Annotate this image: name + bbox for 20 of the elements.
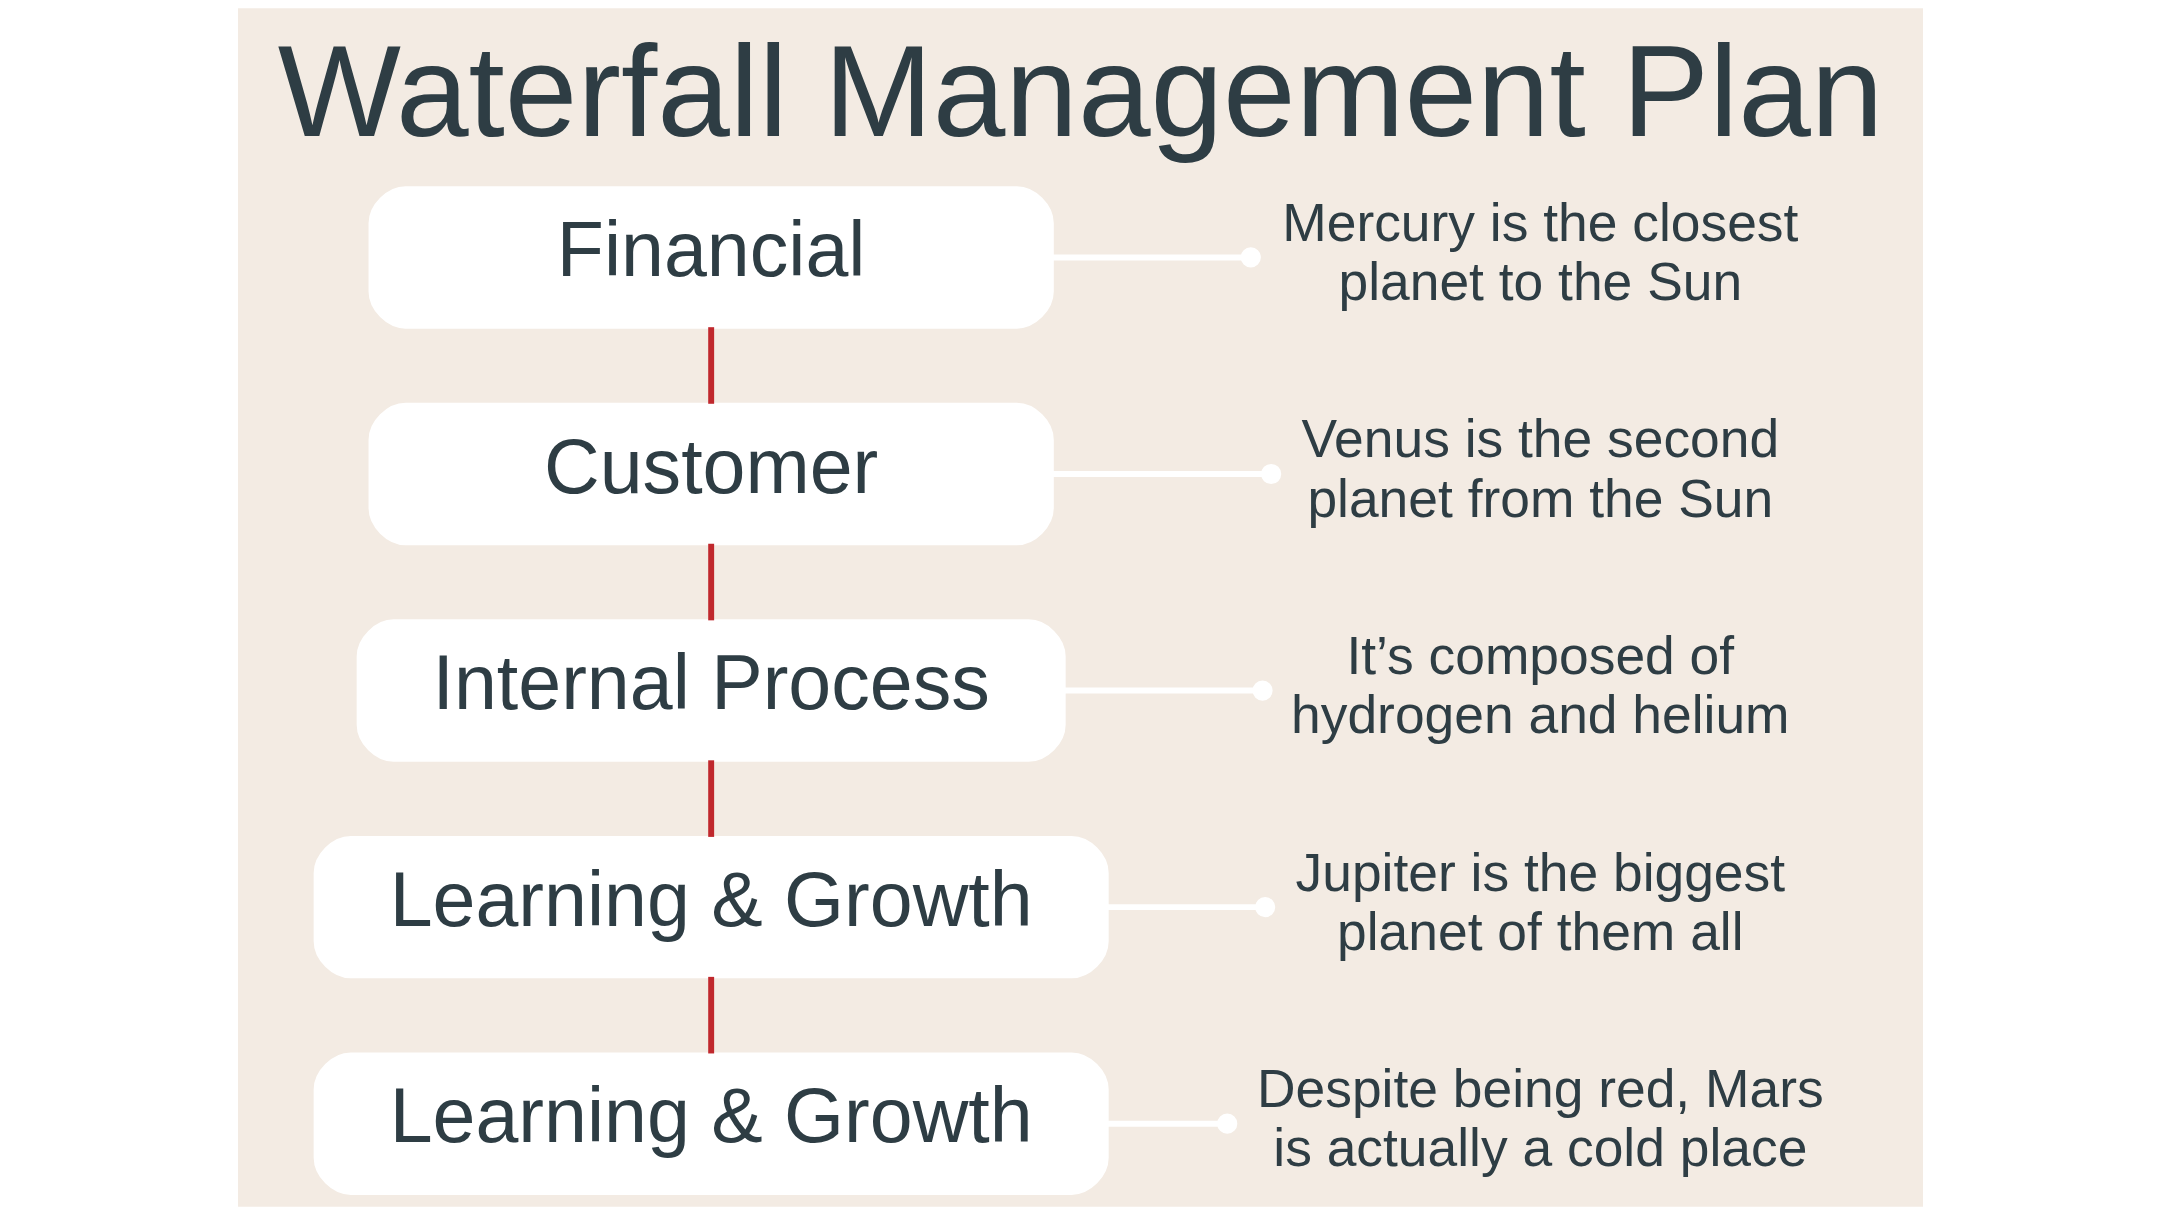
node-box: Customer — [368, 402, 1054, 546]
node-text: It’s composed of hydrogen and helium — [1290, 625, 1790, 745]
connector — [1107, 897, 1275, 918]
node-box: Financial — [368, 186, 1054, 329]
node-box: Internal Process — [356, 619, 1066, 762]
node-text: Despite being red, Mars is actually a cold place — [1256, 1059, 1824, 1178]
connector — [1107, 1113, 1237, 1134]
connector — [707, 543, 714, 621]
diagram-title: Waterfall Management Plan — [277, 18, 1883, 165]
node-text: Jupiter is the biggest planet of them all — [1295, 842, 1785, 961]
connector — [1063, 680, 1273, 701]
connector — [707, 760, 714, 837]
node-box: Learning & Growth — [313, 1052, 1109, 1195]
connector — [707, 327, 714, 404]
node-text: Venus is the second planet from the Sun — [1300, 409, 1779, 528]
connector — [707, 976, 714, 1054]
node-text: Mercury is the closest planet to the Sun — [1281, 192, 1798, 312]
connector — [1052, 463, 1281, 485]
node-box: Learning & Growth — [313, 835, 1109, 979]
connector — [1052, 247, 1261, 268]
